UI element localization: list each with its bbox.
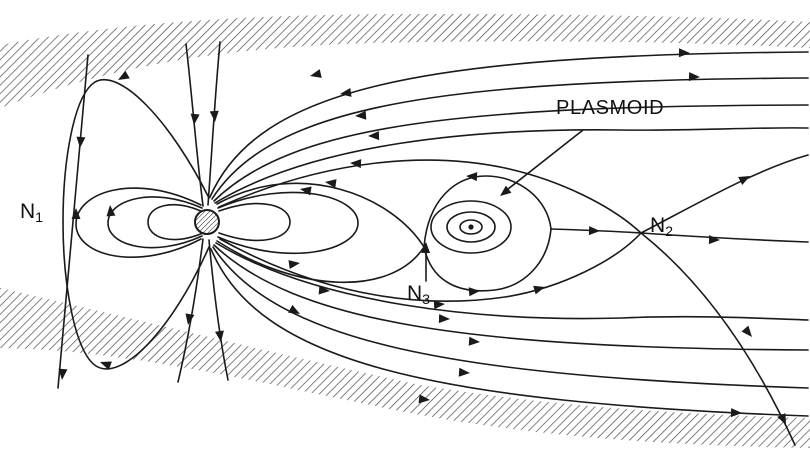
field-line: [213, 244, 809, 351]
plasmoid-envelope: [423, 228, 552, 292]
field-direction-arrows: [58, 48, 786, 425]
arrowhead: [318, 285, 330, 295]
arrowhead: [325, 179, 337, 188]
arrowhead: [71, 208, 81, 219]
field-line: [214, 127, 809, 204]
arrowhead: [458, 367, 470, 377]
label-n3-base: N: [407, 282, 423, 305]
field-lines: [57, 41, 809, 446]
label-n2-base: N: [650, 214, 666, 237]
arrowhead: [438, 314, 450, 324]
field-line: [185, 43, 204, 207]
arrowhead: [118, 70, 130, 80]
field-line: [62, 221, 210, 370]
field-line: [218, 159, 642, 234]
field-line: [215, 242, 809, 321]
field-line: [212, 246, 809, 389]
arrowhead: [215, 330, 224, 342]
arrowhead: [468, 336, 480, 346]
arrowhead: [288, 304, 300, 314]
arrowhead: [355, 110, 367, 120]
field-line: [75, 187, 202, 259]
label-n2-sub: 2: [665, 224, 674, 241]
label-n1: N1: [20, 200, 43, 225]
arrowhead: [106, 205, 116, 217]
label-n2: N2: [650, 214, 673, 239]
field-line: [218, 202, 291, 242]
field-line: [147, 204, 204, 241]
arrowhead: [741, 325, 752, 337]
field-line: [107, 196, 203, 249]
plasmoid-ring-inner: [459, 219, 483, 235]
arrowhead: [76, 136, 86, 148]
arrowhead: [688, 72, 700, 82]
arrowhead: [708, 235, 720, 245]
earth-globe: [194, 209, 220, 235]
field-line: [217, 191, 359, 255]
arrowhead: [310, 69, 322, 78]
field-line: [640, 154, 809, 234]
plasmoid-envelope: [423, 175, 552, 248]
plasmoid-ring-middle: [446, 211, 496, 243]
field-line: [208, 239, 229, 381]
arrowhead: [738, 176, 750, 186]
label-n3-sub: 3: [422, 292, 431, 309]
arrowhead: [100, 361, 112, 370]
field-line: [219, 232, 642, 302]
arrowhead: [300, 186, 312, 196]
arrowhead: [368, 131, 380, 141]
arrowhead: [533, 285, 545, 295]
boundary-hatch-top: [0, 14, 810, 108]
field-line: [211, 77, 809, 200]
field-line: [62, 79, 210, 223]
arrowhead: [209, 110, 219, 122]
arrowhead: [340, 88, 352, 97]
plasmoid-core: [468, 224, 474, 230]
arrowhead: [418, 394, 430, 404]
plasmoid-pointer-arrowhead: [500, 185, 512, 196]
arrowhead: [58, 368, 68, 380]
arrowhead: [468, 287, 480, 297]
arrowhead: [777, 413, 786, 425]
arrowhead: [466, 172, 478, 182]
field-line: [209, 51, 809, 198]
plasmoid-ring-outer: [430, 200, 512, 254]
arrowhead: [350, 159, 362, 169]
label-n3: N3: [407, 282, 430, 307]
arrowhead: [433, 300, 445, 310]
label-n1-sub: 1: [35, 210, 44, 227]
arrowhead: [678, 48, 690, 58]
field-line: [640, 232, 796, 446]
field-line: [640, 232, 809, 243]
n3-pointer-arrowhead: [421, 242, 431, 254]
magnetopause-boundary-hatching: [0, 14, 810, 448]
label-plasmoid: PLASMOID: [556, 97, 665, 119]
field-line: [210, 248, 809, 417]
field-line: [216, 182, 425, 248]
field-line: [213, 104, 809, 202]
arrowhead: [185, 313, 195, 325]
arrowhead: [288, 260, 300, 269]
magnetopause-normal-line: [57, 54, 89, 389]
arrowhead: [190, 113, 200, 125]
field-line: [207, 41, 221, 206]
label-n1-base: N: [20, 200, 36, 223]
plasmoid-pointer-line: [502, 129, 584, 194]
field-line: [216, 240, 425, 284]
arrowhead: [730, 408, 742, 418]
earth: [194, 209, 220, 235]
boundary-hatch-bottom: [0, 288, 810, 448]
plasmoid: [430, 200, 512, 254]
arrowhead: [588, 226, 600, 236]
